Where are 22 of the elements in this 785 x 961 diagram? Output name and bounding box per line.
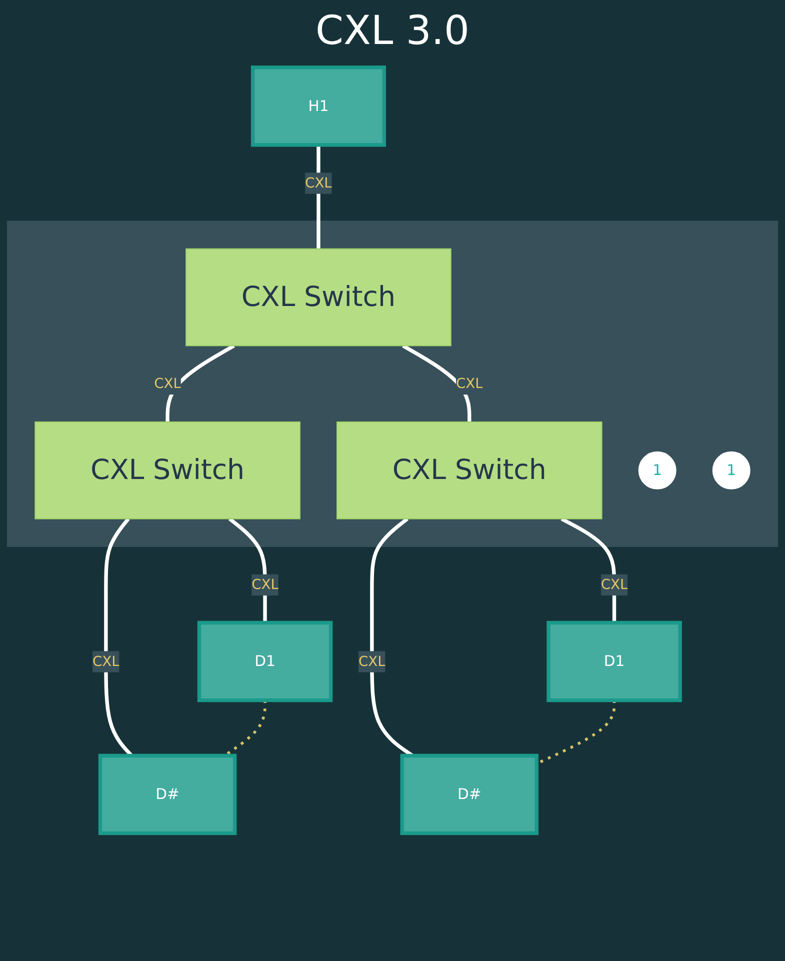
node-box: CXL Switch: [186, 248, 452, 346]
cluster: [6, 220, 778, 548]
node-box: H1: [250, 66, 386, 147]
edge-label: CXL: [305, 174, 332, 192]
connector: [104, 518, 133, 757]
edge-label: CXL: [252, 576, 278, 593]
edge-label: CXL: [92, 652, 120, 670]
edge-label: CXL: [154, 375, 181, 392]
node-box: D#: [400, 754, 539, 836]
edge-label: CXL: [600, 576, 628, 593]
edge-label: CXL: [358, 652, 386, 670]
node-box: CXL Switch: [34, 421, 300, 520]
node-box: D#: [98, 754, 237, 836]
node-box: D1: [197, 620, 333, 702]
node-box: D1: [546, 620, 682, 702]
node-circle: 1: [712, 451, 750, 490]
node-circle: 1: [638, 451, 676, 490]
node-box: CXL Switch: [336, 421, 602, 520]
edge-label: CXL: [456, 375, 483, 392]
connector: [402, 344, 472, 422]
connector: [166, 344, 235, 422]
diagram-title: CXL 3.0: [314, 8, 470, 54]
